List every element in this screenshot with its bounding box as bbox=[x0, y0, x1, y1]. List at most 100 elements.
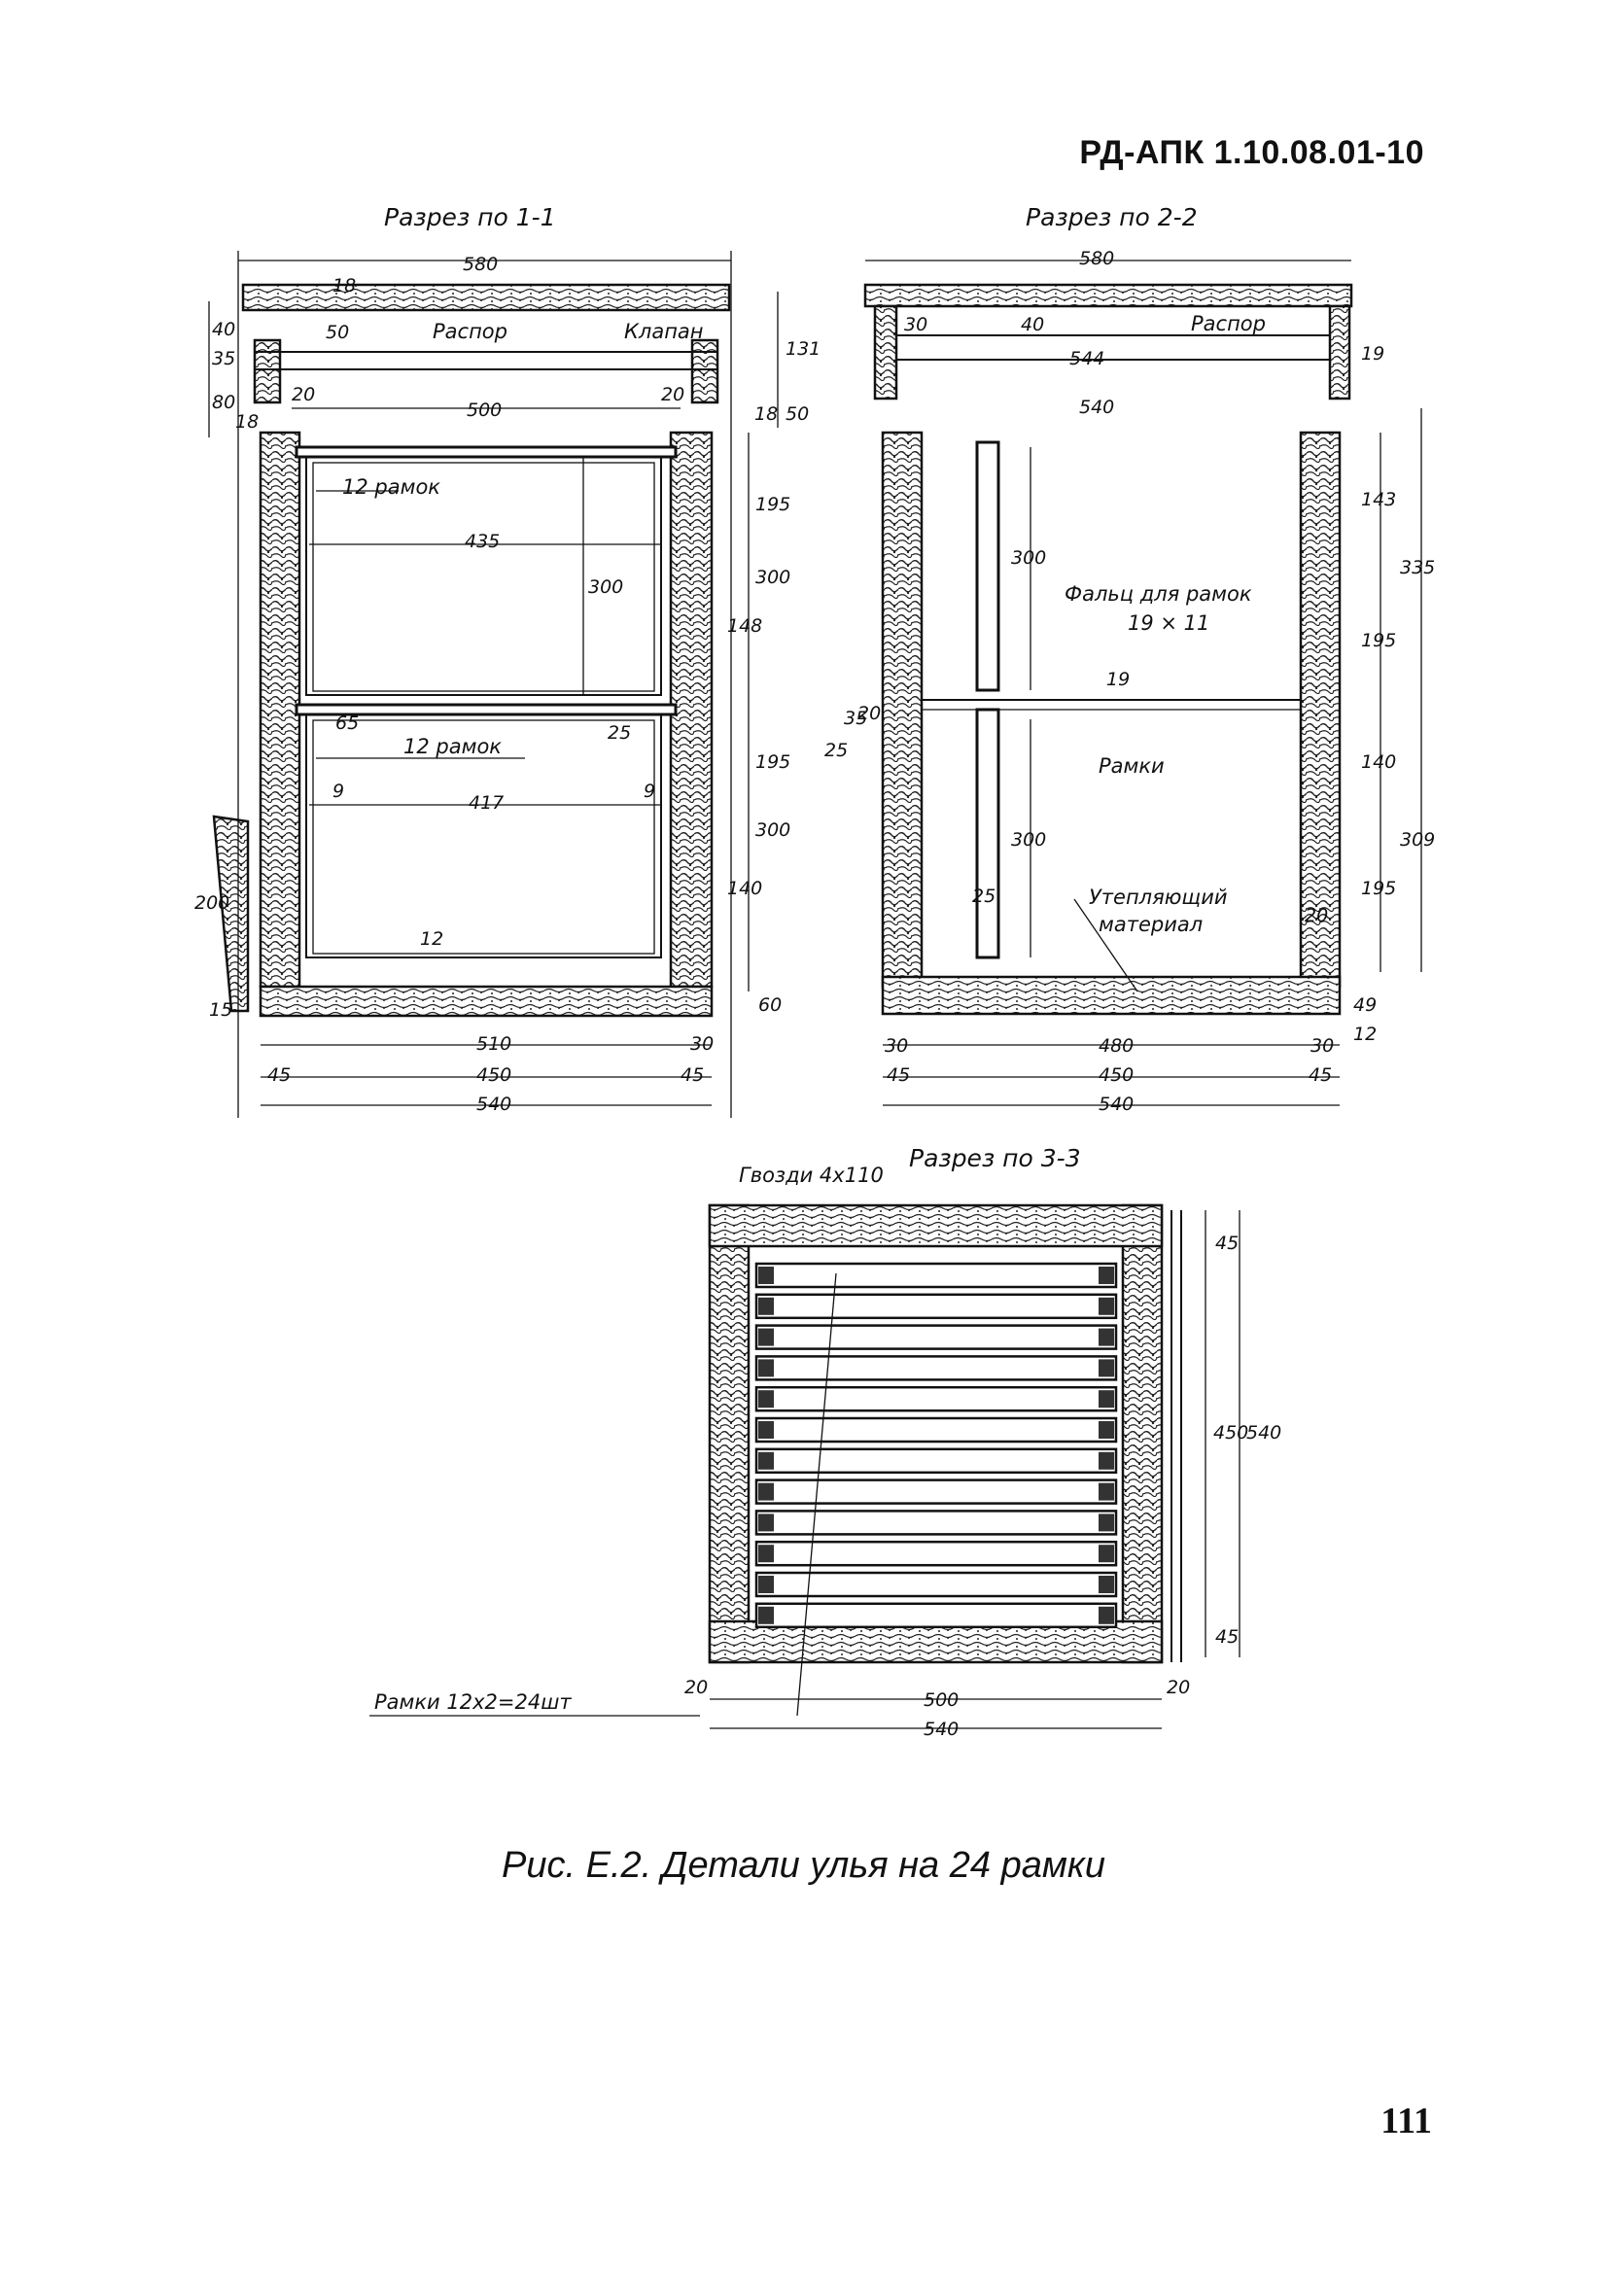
frame-end bbox=[758, 1513, 774, 1532]
svg-text:450: 450 bbox=[1213, 1422, 1248, 1444]
svg-text:20: 20 bbox=[684, 1677, 708, 1698]
frames-count-label: Рамки 12х2=24шт bbox=[374, 1690, 572, 1714]
frame-end bbox=[758, 1390, 774, 1409]
frame-slat bbox=[754, 1447, 1118, 1475]
svg-text:200: 200 bbox=[194, 892, 229, 914]
svg-text:30: 30 bbox=[1310, 1035, 1334, 1057]
svg-text:35: 35 bbox=[844, 708, 867, 729]
svg-text:30: 30 bbox=[904, 314, 927, 335]
top-left-wall bbox=[253, 338, 282, 404]
spacer-label: Распор bbox=[433, 320, 507, 343]
svg-text:40: 40 bbox=[212, 319, 235, 340]
svg-text:12: 12 bbox=[420, 928, 443, 950]
frame-end bbox=[1099, 1451, 1114, 1470]
top-right-wall bbox=[690, 338, 719, 404]
frame-end bbox=[758, 1545, 774, 1563]
svg-text:18: 18 bbox=[754, 403, 778, 425]
svg-text:12: 12 bbox=[1353, 1024, 1377, 1045]
right-body-wall bbox=[669, 431, 714, 989]
insulation-label-2: материал bbox=[1099, 913, 1203, 936]
svg-text:544: 544 bbox=[1069, 348, 1104, 369]
svg-text:195: 195 bbox=[1361, 630, 1396, 651]
svg-text:19: 19 bbox=[1106, 669, 1130, 690]
svg-text:20: 20 bbox=[1305, 905, 1328, 926]
svg-text:20: 20 bbox=[1167, 1677, 1190, 1698]
document-code: РД-АПК 1.10.08.01-10 bbox=[1079, 134, 1424, 171]
svg-text:500: 500 bbox=[467, 400, 502, 421]
svg-text:20: 20 bbox=[857, 703, 881, 724]
frame-end bbox=[1099, 1297, 1114, 1315]
svg-text:40: 40 bbox=[1021, 314, 1044, 335]
wall-top-3 bbox=[708, 1203, 1164, 1248]
frame-end bbox=[758, 1451, 774, 1470]
svg-text:300: 300 bbox=[1011, 547, 1046, 569]
svg-text:25: 25 bbox=[608, 722, 631, 744]
section-2-2: Разрез по 2-2 Распор Фальц для рамок 19 … bbox=[824, 203, 1435, 1115]
frame-slat bbox=[754, 1602, 1118, 1629]
svg-text:49: 49 bbox=[1353, 994, 1377, 1016]
frame-end bbox=[758, 1359, 774, 1377]
frame-end bbox=[1099, 1421, 1114, 1439]
svg-text:540: 540 bbox=[1079, 397, 1114, 418]
frame-slat bbox=[754, 1571, 1118, 1598]
svg-text:45: 45 bbox=[887, 1064, 910, 1086]
frames-label-2: Рамки bbox=[1099, 754, 1165, 778]
svg-text:335: 335 bbox=[1400, 557, 1435, 578]
svg-text:540: 540 bbox=[476, 1094, 511, 1115]
frame-slat bbox=[754, 1293, 1118, 1320]
svg-text:50: 50 bbox=[786, 403, 809, 425]
svg-text:131: 131 bbox=[786, 338, 821, 360]
bottom-board-2 bbox=[881, 975, 1342, 1016]
frame-slat bbox=[754, 1478, 1118, 1505]
insulation-label: Утепляющий bbox=[1089, 886, 1228, 909]
svg-text:300: 300 bbox=[588, 576, 623, 598]
figure-caption: Рис. Е.2. Детали улья на 24 рамки bbox=[502, 1845, 1105, 1886]
svg-text:60: 60 bbox=[758, 994, 782, 1016]
svg-text:140: 140 bbox=[727, 878, 762, 899]
wall-left-3 bbox=[708, 1203, 751, 1664]
svg-text:195: 195 bbox=[755, 494, 790, 515]
svg-text:65: 65 bbox=[335, 713, 359, 734]
svg-text:580: 580 bbox=[463, 254, 498, 275]
frame-stack bbox=[754, 1262, 1118, 1629]
svg-text:20: 20 bbox=[661, 384, 684, 405]
frame-end bbox=[1099, 1328, 1114, 1346]
roof-board-2 bbox=[863, 283, 1353, 308]
bottom-board bbox=[259, 985, 714, 1018]
svg-text:45: 45 bbox=[267, 1064, 291, 1086]
svg-text:9: 9 bbox=[644, 781, 655, 802]
svg-text:25: 25 bbox=[824, 740, 848, 761]
section-3-title: Разрез по 3-3 bbox=[909, 1144, 1081, 1172]
frame-end bbox=[1099, 1545, 1114, 1563]
svg-text:15: 15 bbox=[209, 999, 232, 1021]
svg-text:510: 510 bbox=[476, 1033, 511, 1055]
svg-text:18: 18 bbox=[332, 275, 356, 296]
frame-slat bbox=[754, 1510, 1118, 1536]
svg-text:540: 540 bbox=[1246, 1422, 1281, 1444]
left-body-wall bbox=[259, 431, 301, 989]
svg-text:300: 300 bbox=[755, 819, 790, 841]
frame-slat bbox=[754, 1355, 1118, 1381]
left-body-wall-2 bbox=[881, 431, 924, 989]
frames-upper-label: 12 рамок bbox=[342, 475, 440, 499]
frame-end bbox=[1099, 1390, 1114, 1409]
svg-text:450: 450 bbox=[1099, 1064, 1134, 1086]
frame-end bbox=[758, 1267, 774, 1284]
frame-end bbox=[1099, 1482, 1114, 1501]
svg-text:25: 25 bbox=[972, 886, 996, 907]
frame-end bbox=[1099, 1606, 1114, 1624]
frame-end bbox=[1099, 1359, 1114, 1377]
frame-end bbox=[758, 1297, 774, 1315]
svg-text:540: 540 bbox=[1099, 1094, 1134, 1115]
svg-text:45: 45 bbox=[1309, 1064, 1332, 1086]
svg-text:9: 9 bbox=[332, 781, 344, 802]
flight-board bbox=[212, 815, 250, 1013]
svg-text:148: 148 bbox=[727, 615, 762, 637]
svg-text:500: 500 bbox=[924, 1689, 959, 1711]
valve-label: Клапан bbox=[624, 320, 704, 343]
frame-end bbox=[758, 1328, 774, 1346]
frame-end bbox=[758, 1606, 774, 1624]
wall-right-3 bbox=[1121, 1203, 1164, 1664]
frame-slat bbox=[754, 1416, 1118, 1444]
section-2-title: Разрез по 2-2 bbox=[1026, 203, 1198, 231]
